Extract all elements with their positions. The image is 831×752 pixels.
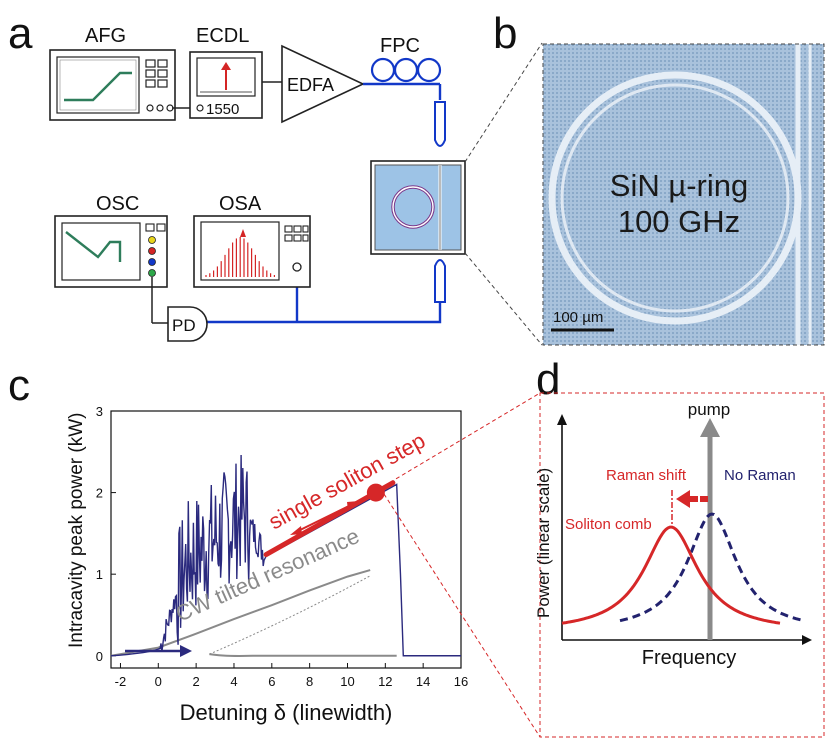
- osc-oscilloscope: OSC: [54, 193, 168, 288]
- chart-d-xlabel: Frequency: [642, 647, 737, 669]
- pd-photodetector: PD: [167, 306, 208, 342]
- lensed-fiber-bottom: [434, 259, 446, 303]
- micrograph-image: [543, 44, 824, 345]
- osc-label: OSC: [96, 193, 139, 215]
- panel-d-frame: [539, 392, 825, 738]
- x-tick-label: 2: [193, 674, 200, 689]
- x-tick-label: 4: [230, 674, 237, 689]
- panel-letter-a: a: [8, 9, 33, 58]
- panel-letter-c: c: [8, 361, 30, 410]
- afg-label: AFG: [85, 25, 126, 47]
- micrograph-title-line2: 100 GHz: [618, 204, 740, 239]
- ramp-waveform-icon: [64, 71, 132, 102]
- x-tick-label: 14: [416, 674, 430, 689]
- y-tick-label: 2: [96, 486, 103, 501]
- pump-arrow-icon: [700, 418, 720, 437]
- x-tick-label: 0: [155, 674, 162, 689]
- chart-c-frame: [110, 410, 462, 669]
- comb-spectrum-icon: [205, 229, 275, 277]
- x-tick-label: 12: [378, 674, 392, 689]
- osa-label: OSA: [219, 193, 262, 215]
- intracavity-power-trace: [110, 454, 461, 657]
- ecdl-wavelength: 1550: [206, 101, 239, 118]
- chart-c-ylabel: Intracavity peak power (kW): [66, 413, 87, 648]
- x-tick-label: -2: [115, 674, 127, 689]
- y-tick-label: 3: [96, 404, 103, 419]
- soliton-step-marker: [366, 483, 385, 502]
- x-tick-label: 16: [454, 674, 468, 689]
- no-raman-label: No Raman: [724, 467, 796, 484]
- fpc-polarization-controller: FPC: [370, 35, 442, 83]
- x-tick-label: 10: [340, 674, 354, 689]
- edfa-amplifier: EDFA: [281, 44, 365, 124]
- y-tick-label: 1: [96, 567, 103, 582]
- no-raman-curve: [619, 512, 805, 623]
- ecdl-laser: ECDL 1550: [189, 25, 263, 119]
- y-tick-label: 0: [96, 649, 103, 664]
- chart-c-xlabel: Detuning δ (linewidth): [180, 700, 393, 725]
- fpc-label: FPC: [380, 35, 420, 57]
- chip-device: [370, 160, 466, 255]
- raman-shift-arrow-icon: [676, 490, 708, 508]
- osa-spectrum-analyzer: OSA: [193, 193, 311, 288]
- pump-label: pump: [688, 400, 731, 419]
- double-arrow-icon: [290, 501, 359, 535]
- panel-letter-d: d: [536, 355, 560, 404]
- edfa-label: EDFA: [287, 75, 334, 95]
- scale-bar-label: 100 µm: [553, 309, 603, 326]
- afg-instrument: AFG: [49, 25, 176, 121]
- ecdl-label: ECDL: [196, 25, 249, 47]
- transmission-trace-icon: [65, 231, 122, 262]
- x-tick-label: 6: [268, 674, 275, 689]
- micrograph-title-line1: SiN µ-ring: [610, 168, 748, 203]
- sweep-direction-arrow: [125, 645, 192, 657]
- raman-shift-schematic: pump Raman shift No Raman Soliton comb P…: [534, 400, 812, 669]
- raman-shift-label: Raman shift: [606, 467, 687, 484]
- chart-d-ylabel: Power (linear scale): [534, 468, 553, 618]
- cw-lower-branch: [209, 653, 397, 657]
- soliton-step-label: single soliton step: [264, 428, 429, 535]
- cw-resonance-curve: [110, 569, 371, 657]
- soliton-comb-curve: [561, 525, 781, 625]
- x-tick-label: 8: [306, 674, 313, 689]
- lensed-fiber-top: [434, 101, 446, 147]
- cw-unstable-branch: [209, 575, 371, 655]
- soliton-comb-label: Soliton comb: [565, 516, 652, 533]
- pd-label: PD: [172, 316, 196, 335]
- panel-letter-b: b: [493, 9, 517, 58]
- afg-keypad-icon: [145, 59, 168, 88]
